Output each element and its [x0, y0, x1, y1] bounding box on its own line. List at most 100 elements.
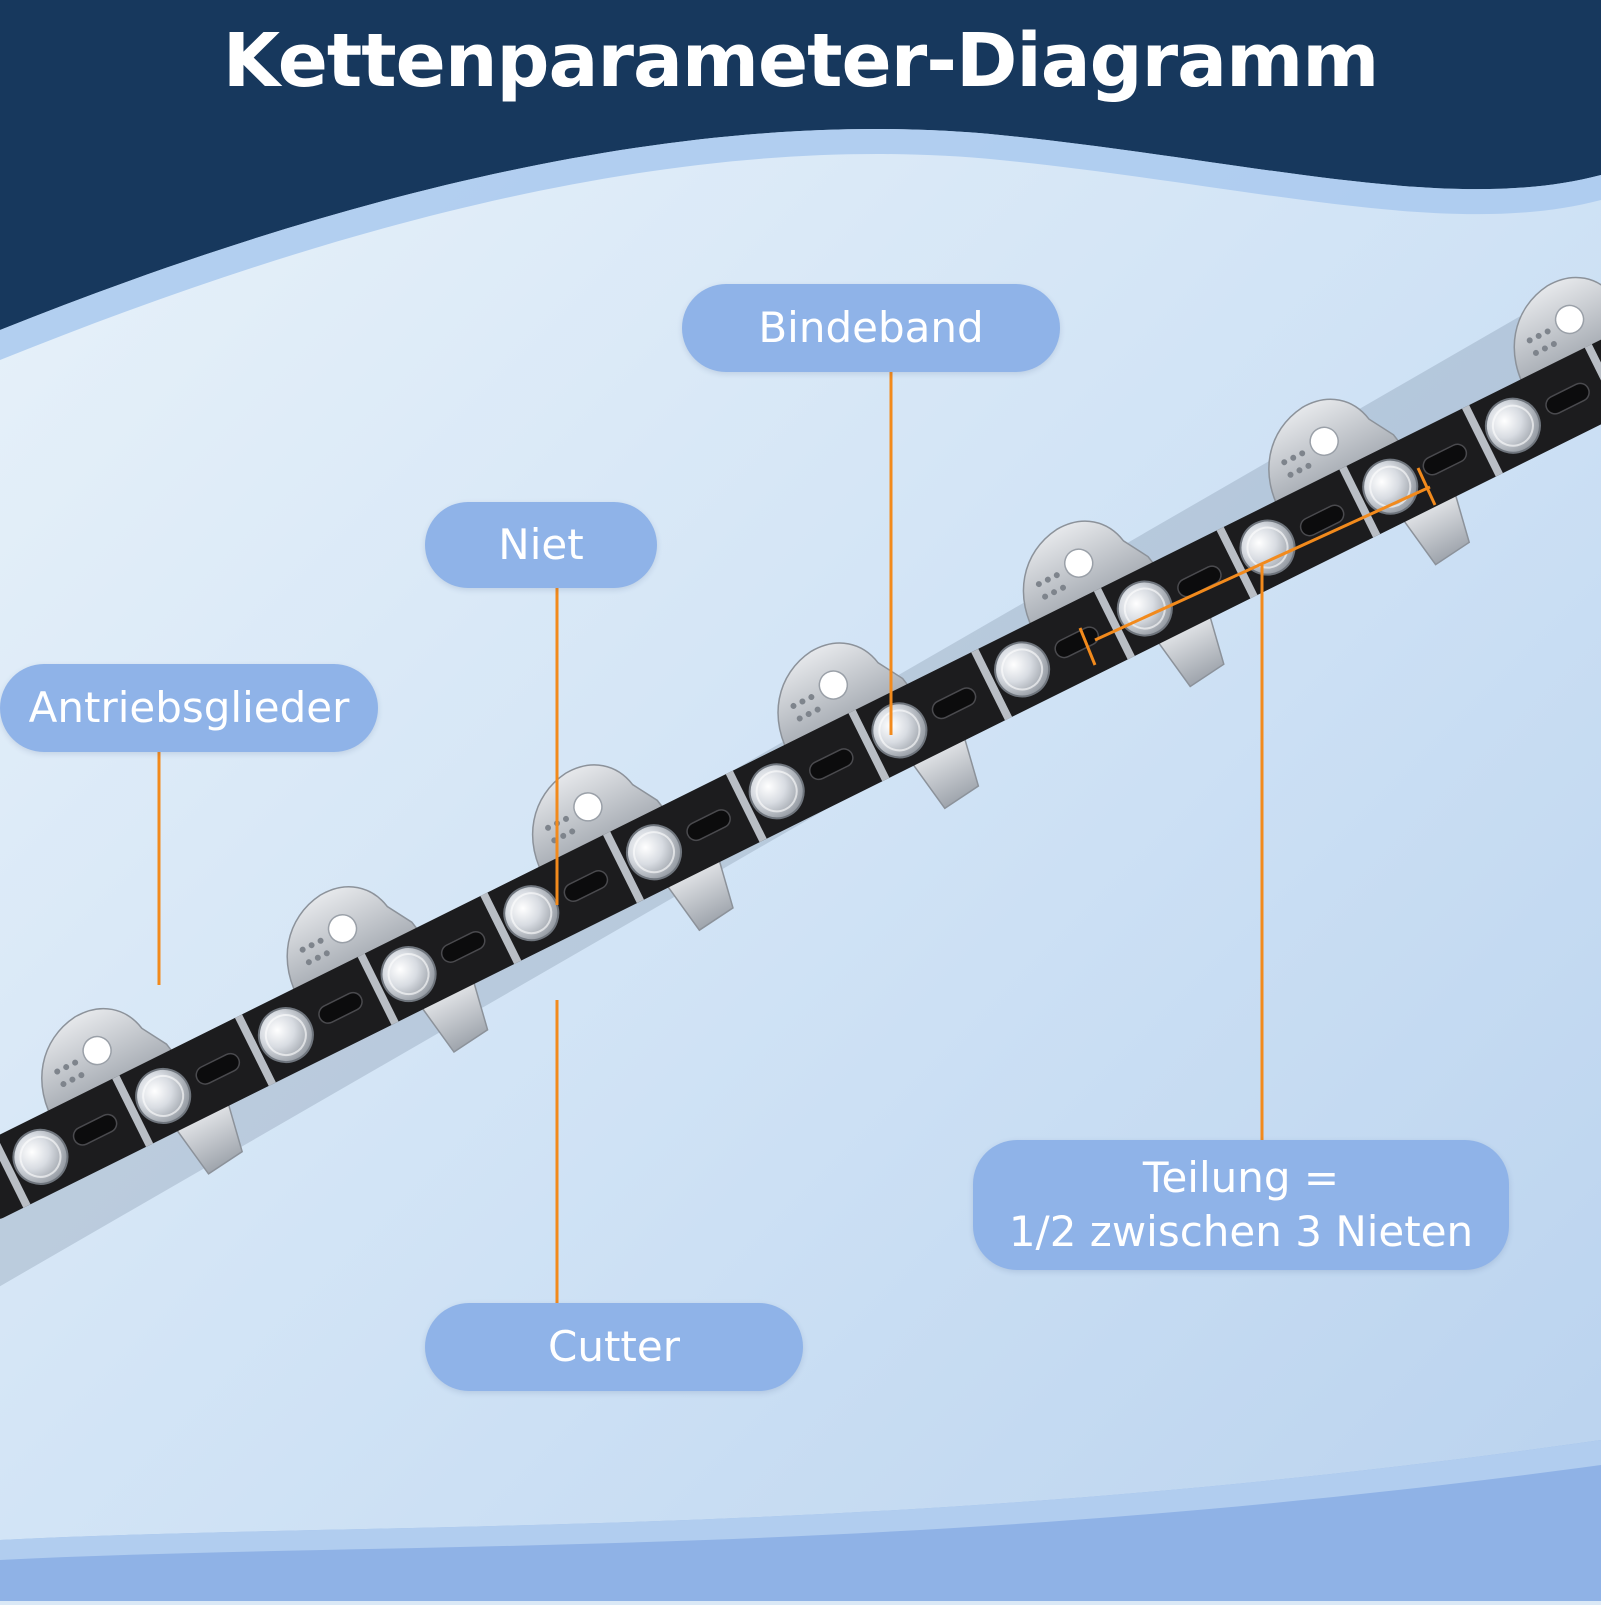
tooth-dot	[545, 824, 552, 831]
link-joint	[725, 770, 767, 843]
tooth-dot	[1544, 328, 1551, 335]
label-niet: Niet	[425, 502, 657, 588]
pitch-tick-right	[1416, 467, 1437, 506]
rivet-ring	[387, 953, 430, 996]
tooth-dot	[1305, 462, 1312, 469]
tie-strap-slot	[686, 809, 731, 842]
rivet-ring	[510, 892, 553, 935]
tie-strap-slot	[318, 991, 363, 1024]
tooth-dot	[1060, 584, 1067, 591]
link-joint	[480, 892, 522, 965]
tooth-hole	[82, 1035, 112, 1066]
tooth-dot	[54, 1068, 61, 1075]
tooth-hole	[1063, 548, 1094, 578]
tooth-dot	[72, 1059, 79, 1066]
link-joint	[971, 648, 1013, 721]
tooth-hole	[1309, 426, 1339, 457]
tooth-dot	[1532, 349, 1539, 356]
tie-strap-slot	[563, 870, 609, 903]
rivet-ring	[19, 1135, 62, 1178]
tie-strap-slot	[1422, 443, 1468, 476]
tooth-dot	[562, 815, 569, 822]
label-teilung: Teilung = 1/2 zwischen 3 Nieten	[973, 1140, 1509, 1270]
tie-strap-slot	[1299, 504, 1345, 537]
leader-lines	[157, 372, 1437, 1303]
tooth-hole	[327, 913, 358, 944]
tooth-dot	[1526, 337, 1533, 344]
tooth-dot	[808, 694, 815, 701]
saw-chain	[0, 276, 1601, 1220]
tooth-dot	[790, 702, 797, 709]
tie-strap-slot	[1545, 382, 1590, 415]
rivet-ring	[264, 1014, 307, 1057]
tooth-dot	[1287, 471, 1294, 478]
link-joint	[1093, 587, 1135, 660]
tooth-dot	[78, 1072, 85, 1079]
rivet-ring	[1246, 526, 1289, 569]
tooth-dot	[814, 706, 821, 713]
link-joint	[848, 709, 890, 782]
tooth-hole	[818, 670, 849, 700]
tooth-hole	[1554, 304, 1585, 335]
tooth-dot	[314, 954, 321, 961]
pitch-measure-line	[1094, 485, 1431, 642]
label-niet-text: Niet	[498, 520, 584, 569]
chain-body	[0, 276, 1601, 1220]
tooth-dot	[796, 715, 803, 722]
rivet-ring	[1491, 404, 1534, 447]
tooth-hole	[573, 792, 603, 822]
tie-strap-slot	[1054, 626, 1100, 659]
tie-strap-slot	[72, 1113, 118, 1146]
tooth-dot	[308, 942, 315, 949]
link-joint	[1584, 344, 1601, 416]
tooth-dot	[799, 698, 806, 705]
tooth-dot	[1051, 589, 1058, 596]
rivet-ring	[1369, 465, 1412, 508]
rivet-ring	[632, 831, 675, 874]
tie-strap-slot	[931, 687, 977, 720]
tooth-dot	[1299, 450, 1306, 457]
tooth-dot	[317, 937, 324, 944]
tooth-dot	[1541, 345, 1548, 352]
rivet-ring	[1123, 587, 1166, 630]
tooth-dot	[60, 1081, 67, 1088]
tooth-dot	[1290, 454, 1297, 461]
tooth-dot	[1281, 459, 1288, 466]
label-teilung-line2: 1/2 zwischen 3 Nieten	[1008, 1207, 1474, 1256]
tie-strap-slot	[195, 1052, 241, 1085]
link-joint	[1339, 465, 1381, 538]
tooth-dot	[569, 828, 576, 835]
tooth-dot	[560, 832, 567, 839]
rivet-ring	[755, 770, 798, 813]
header-wave-highlight	[0, 128, 1601, 360]
label-antriebsglieder-text: Antriebsglieder	[28, 683, 350, 732]
label-bindeband: Bindeband	[682, 284, 1060, 372]
tooth-dot	[299, 946, 306, 953]
label-teilung-line1: Teilung =	[1142, 1153, 1340, 1202]
page-title: Kettenparameter-Diagramm	[222, 18, 1380, 104]
tooth-dot	[305, 959, 312, 966]
link-joint	[112, 1075, 154, 1147]
label-bindeband-text: Bindeband	[758, 303, 984, 352]
link-joint	[0, 1136, 31, 1208]
tooth-dot	[1296, 467, 1303, 474]
tooth-dot	[1053, 572, 1060, 579]
tooth-dot	[1035, 581, 1042, 588]
tooth-dot	[69, 1076, 76, 1083]
link-joint	[1216, 526, 1258, 599]
tooth-dot	[1535, 332, 1542, 339]
tie-strap-slot	[440, 930, 486, 963]
tooth-dot	[1042, 593, 1049, 600]
tooth-dot	[63, 1064, 70, 1071]
bottom-wave-highlight	[0, 1440, 1601, 1560]
tooth-dot	[323, 950, 330, 957]
header-band	[0, 0, 1601, 330]
rivet-ring	[1001, 648, 1044, 691]
link-joint	[234, 1014, 276, 1086]
label-cutter: Cutter	[425, 1303, 803, 1391]
label-cutter-text: Cutter	[548, 1322, 680, 1371]
tooth-dot	[1550, 341, 1557, 348]
tooth-dot	[1044, 576, 1051, 583]
